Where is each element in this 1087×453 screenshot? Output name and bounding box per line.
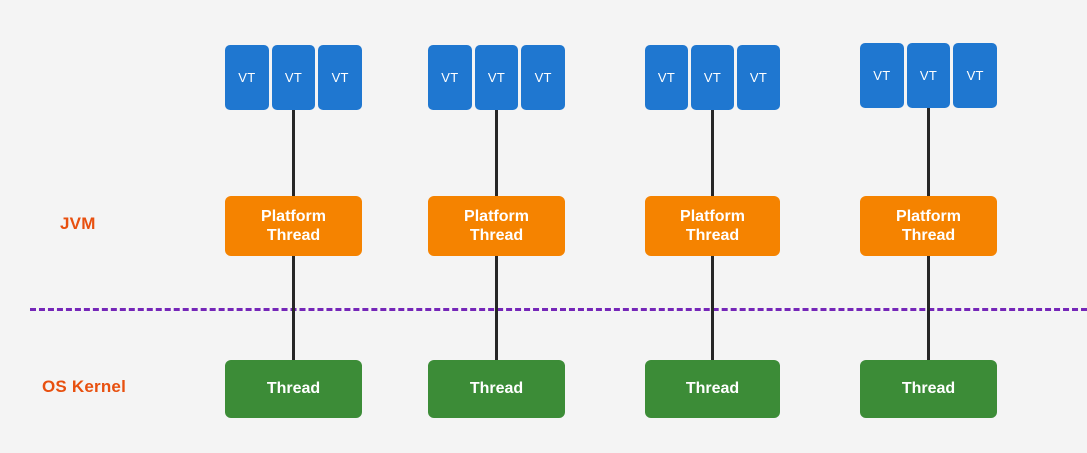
virtual-thread-label: VT: [534, 70, 552, 85]
platform-thread-box-1[interactable]: Platform Thread: [225, 196, 362, 256]
virtual-thread-box[interactable]: VT: [953, 43, 998, 108]
virtual-thread-label: VT: [919, 68, 938, 83]
virtual-thread-label: VT: [703, 70, 722, 85]
virtual-thread-label: VT: [487, 70, 506, 85]
virtual-thread-group-1: VT VT VT: [225, 45, 363, 110]
connector-platform-to-os-4: [927, 252, 930, 364]
virtual-thread-box[interactable]: VT: [318, 45, 363, 110]
virtual-thread-box[interactable]: VT: [860, 43, 904, 108]
os-thread-box-1[interactable]: Thread: [225, 360, 362, 418]
virtual-thread-group-3: VT VT VT: [645, 45, 780, 110]
connector-platform-to-os-1: [292, 252, 295, 364]
platform-thread-box-3[interactable]: Platform Thread: [645, 196, 780, 256]
virtual-thread-box[interactable]: VT: [271, 45, 316, 110]
virtual-thread-label: VT: [966, 68, 984, 83]
os-thread-label: Thread: [901, 380, 956, 397]
connector-vt-to-platform-3: [711, 108, 714, 200]
virtual-thread-label: VT: [657, 70, 676, 85]
platform-thread-label: Platform Thread: [896, 207, 961, 244]
virtual-thread-box[interactable]: VT: [691, 45, 734, 110]
virtual-thread-group-2: VT VT VT: [428, 45, 566, 110]
virtual-thread-label: VT: [331, 70, 349, 85]
virtual-thread-box[interactable]: VT: [737, 45, 780, 110]
connector-vt-to-platform-2: [495, 108, 498, 200]
connector-platform-to-os-2: [495, 252, 498, 364]
virtual-thread-label: VT: [873, 68, 891, 83]
os-thread-box-2[interactable]: Thread: [428, 360, 565, 418]
connector-vt-to-platform-4: [927, 106, 930, 200]
row-label-jvm: JVM: [60, 214, 96, 233]
os-thread-label: Thread: [469, 380, 524, 397]
os-thread-label: Thread: [266, 380, 321, 397]
connector-platform-to-os-3: [711, 252, 714, 364]
jvm-os-boundary-divider: [30, 308, 1087, 311]
platform-thread-box-4[interactable]: Platform Thread: [860, 196, 997, 256]
platform-thread-label: Platform Thread: [464, 207, 529, 244]
virtual-thread-box[interactable]: VT: [906, 43, 951, 108]
virtual-thread-box[interactable]: VT: [428, 45, 472, 110]
virtual-thread-label: VT: [238, 70, 256, 85]
os-thread-label: Thread: [685, 380, 740, 397]
connector-vt-to-platform-1: [292, 108, 295, 200]
platform-thread-label: Platform Thread: [261, 207, 326, 244]
virtual-thread-label: VT: [284, 70, 303, 85]
row-label-os-kernel: OS Kernel: [42, 377, 126, 396]
virtual-thread-label: VT: [749, 70, 768, 85]
os-thread-box-4[interactable]: Thread: [860, 360, 997, 418]
virtual-thread-label: VT: [441, 70, 459, 85]
virtual-thread-group-4: VT VT VT: [860, 43, 998, 108]
platform-thread-label: Platform Thread: [680, 207, 745, 244]
virtual-thread-box[interactable]: VT: [521, 45, 566, 110]
os-thread-box-3[interactable]: Thread: [645, 360, 780, 418]
virtual-thread-box[interactable]: VT: [474, 45, 519, 110]
virtual-thread-box[interactable]: VT: [645, 45, 688, 110]
platform-thread-box-2[interactable]: Platform Thread: [428, 196, 565, 256]
virtual-thread-box[interactable]: VT: [225, 45, 269, 110]
